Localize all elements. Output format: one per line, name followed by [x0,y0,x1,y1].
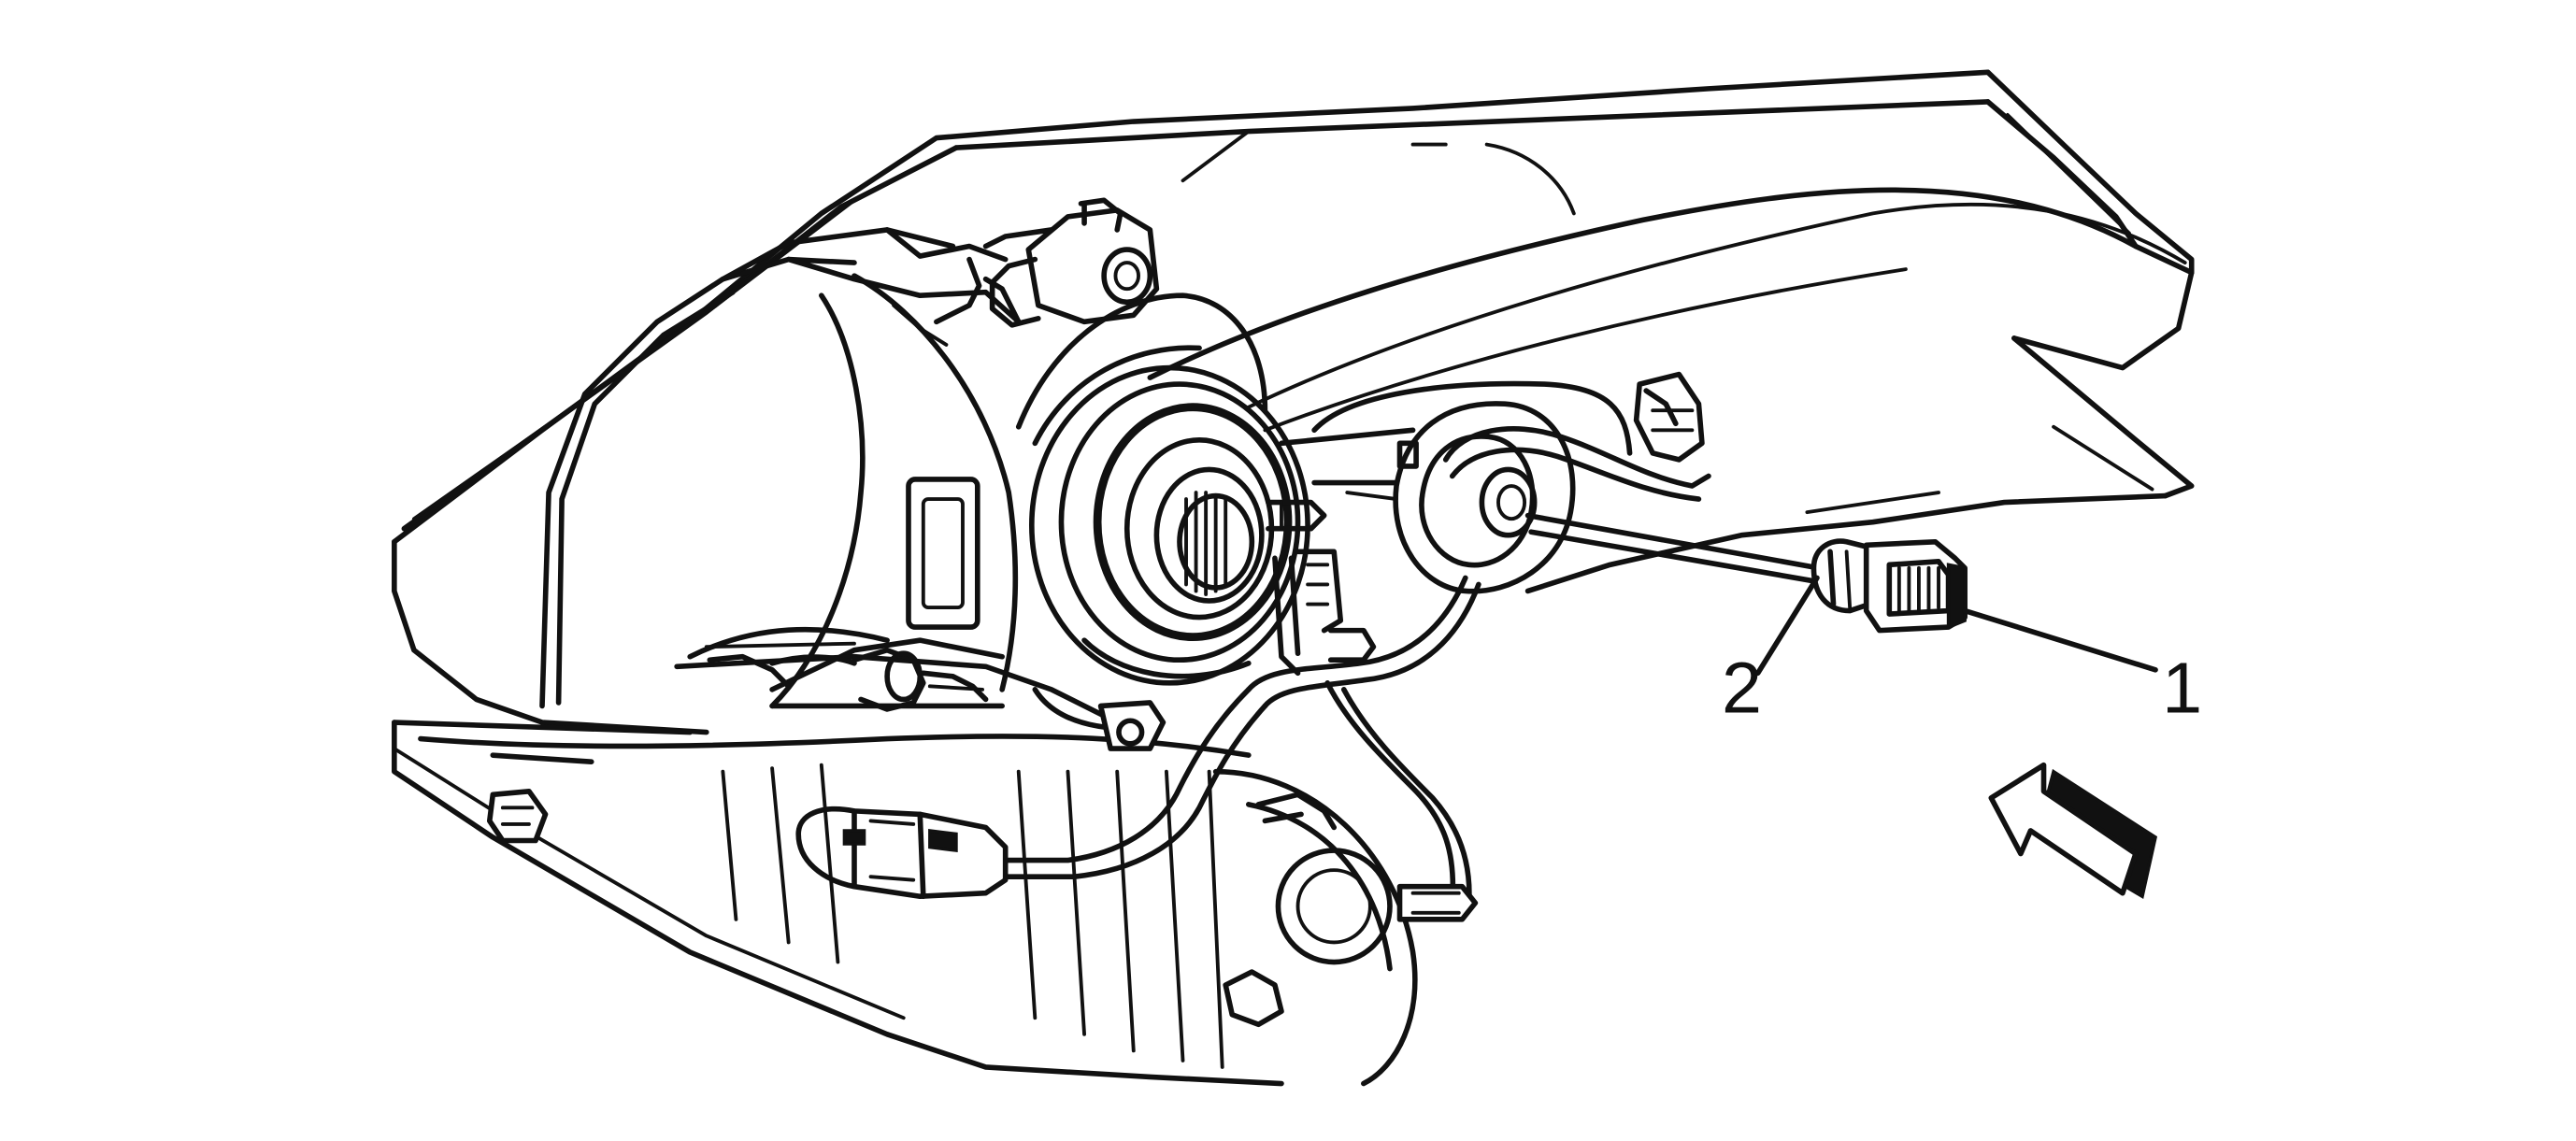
view-direction-arrow-icon [1988,762,2158,899]
leader-line-1 [1962,607,2158,673]
removed-bulb-socket [1810,538,1968,634]
lower-reflector [721,763,1479,1087]
leader-line-2 [1754,575,1820,677]
callout-2-label: 2 [1722,648,1762,728]
secondary-socket [1279,371,1705,594]
wiring-harness [999,426,1711,909]
lower-left-lamp [707,647,989,712]
lower-harness-connector [795,806,1009,900]
projector-housing [539,227,1121,725]
leader-lines [1754,575,2158,677]
upper-bulb-connector [989,197,1160,328]
projector-socket-ring [1015,292,1327,751]
wire-to-socket [1524,512,1839,588]
left-mount-tab [486,788,549,844]
callout-1-label: 1 [2162,648,2202,728]
